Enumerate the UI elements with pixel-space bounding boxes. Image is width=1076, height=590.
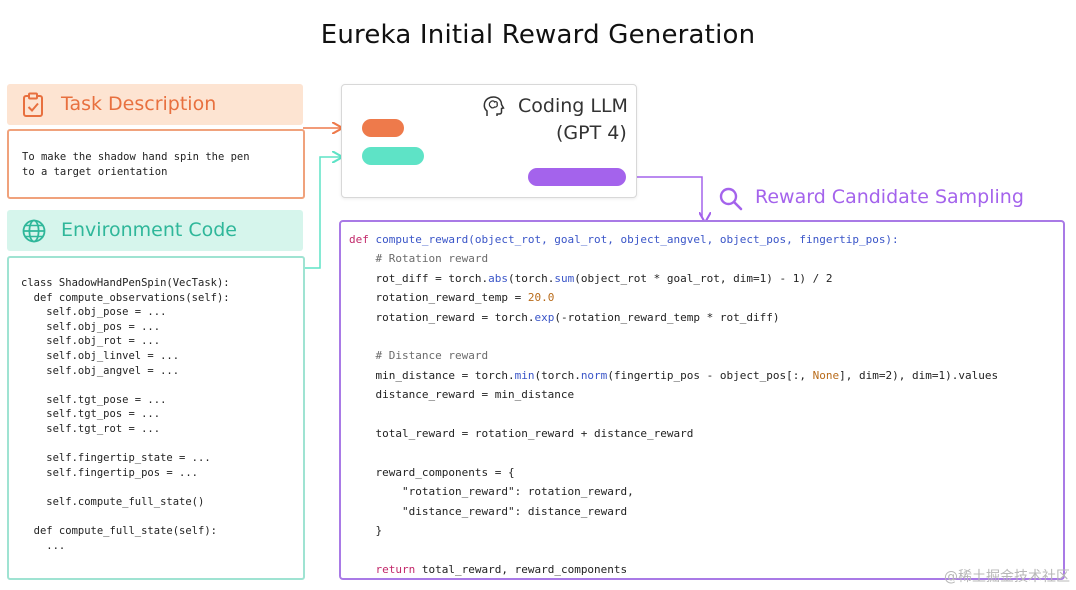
environment-code-text: class ShadowHandPenSpin(VecTask): def co… bbox=[21, 277, 230, 552]
coding-llm-label: Coding LLM bbox=[518, 95, 628, 117]
task-description-header: Task Description bbox=[7, 84, 303, 125]
brain-head-icon bbox=[483, 96, 505, 116]
task-description-label: Task Description bbox=[61, 93, 217, 115]
output-token bbox=[528, 168, 626, 186]
coding-llm-box: Coding LLM (GPT 4) bbox=[341, 84, 637, 198]
watermark: @稀土掘金技术社区 bbox=[944, 569, 1070, 585]
globe-icon bbox=[22, 219, 46, 243]
clipboard-icon bbox=[23, 92, 43, 117]
task-input-token bbox=[362, 119, 404, 137]
search-icon bbox=[719, 187, 743, 211]
coding-llm-model: (GPT 4) bbox=[556, 122, 627, 144]
reward-code: def compute_reward(object_rot, goal_rot,… bbox=[349, 233, 999, 576]
task-description-text: To make the shadow hand spin the pen to … bbox=[22, 151, 250, 178]
task-description-box: To make the shadow hand spin the pen to … bbox=[7, 129, 305, 199]
page-title: Eureka Initial Reward Generation bbox=[320, 20, 756, 50]
env-input-token bbox=[362, 147, 424, 165]
env-arrow bbox=[303, 157, 341, 269]
environment-code-label: Environment Code bbox=[61, 219, 238, 241]
reward-code-box: def compute_reward(object_rot, goal_rot,… bbox=[339, 220, 1065, 580]
sampling-arrow bbox=[635, 176, 702, 218]
environment-code-header: Environment Code bbox=[7, 210, 303, 251]
reward-sampling-label: Reward Candidate Sampling bbox=[755, 186, 1024, 208]
environment-code-box: class ShadowHandPenSpin(VecTask): def co… bbox=[7, 256, 305, 580]
